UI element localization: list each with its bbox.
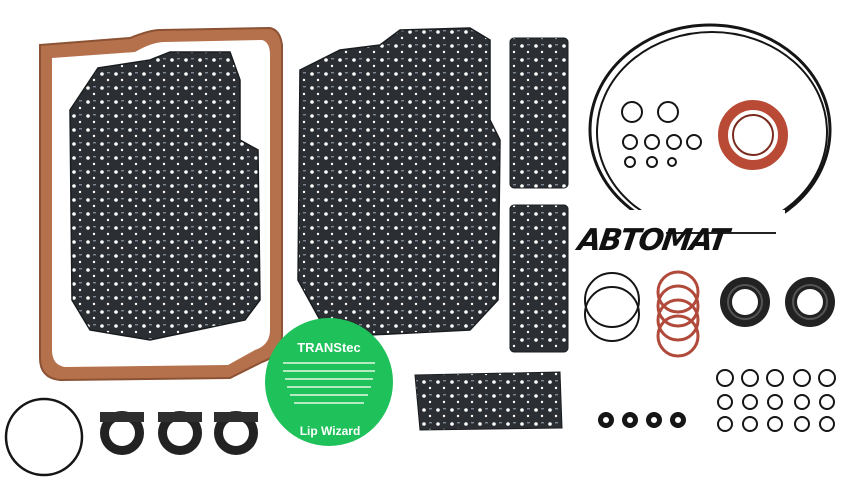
brand-logo: ABTOMAT [575,223,778,258]
large-oring-bottom-left [4,397,84,477]
lip-wizard-sticker [265,318,393,446]
separator-plate-left [69,51,261,341]
separator-plate-small [414,371,563,431]
small-orings-grid [716,369,836,432]
lip-seals-right [720,277,835,327]
small-orings-top [621,101,702,168]
large-oring-outer [588,23,832,237]
rotary-seal [718,100,788,170]
large-oring-inner [596,31,828,233]
sticker-brand: TRANStec [297,340,361,355]
separator-plate-center [297,27,501,336]
brand-logo-text: ABTOMAT [575,223,730,258]
tiny-seals-row [598,412,686,428]
separator-plate-strip-top [509,37,569,189]
sticker-product-name: Lip Wizard [299,424,361,438]
separator-plate-strip-bottom [509,204,569,353]
logo-underline [666,232,776,234]
medium-orings-black [584,272,640,342]
medium-orings-red [656,270,700,358]
sealing-rings-bottom [100,411,258,455]
